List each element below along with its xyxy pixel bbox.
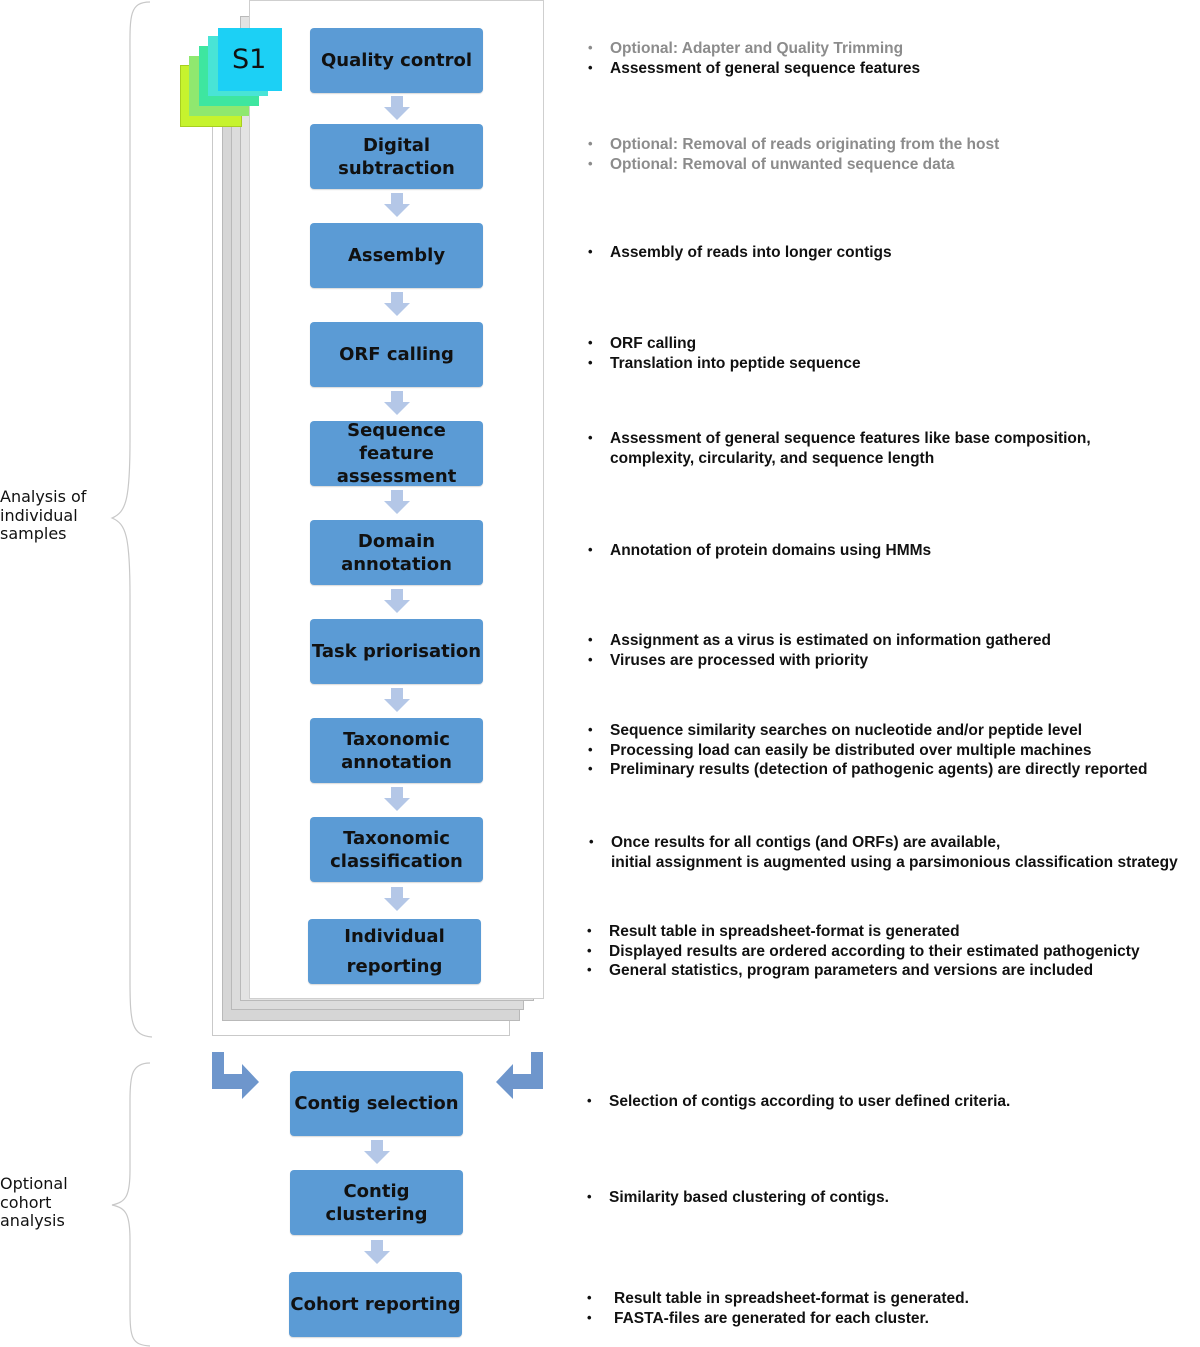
list-item: FASTA-files are generated for each clust… bbox=[587, 1308, 969, 1329]
list-item: Similarity based clustering of contigs. bbox=[587, 1187, 889, 1208]
down-arrow-icon bbox=[384, 391, 410, 415]
list-item: Assembly of reads into longer contigs bbox=[588, 242, 892, 263]
step-sequence-feature-assessment: Sequence feature assessment bbox=[310, 420, 483, 487]
list-item: Optional: Adapter and Quality Trimming bbox=[588, 38, 920, 59]
step-quality-control: Quality control bbox=[310, 28, 483, 93]
bullets-contig-clustering: Similarity based clustering of contigs. bbox=[587, 1187, 889, 1208]
list-item: Preliminary results (detection of pathog… bbox=[588, 759, 1147, 780]
list-item: Assessment of general sequence features bbox=[588, 58, 920, 79]
bullets-task-priorisation: Assignment as a virus is estimated on in… bbox=[588, 630, 1051, 671]
step-orf-calling: ORF calling bbox=[310, 322, 483, 387]
list-item: Assessment of general sequence features … bbox=[588, 428, 1091, 468]
bullets-sequence-feature-assessment: Assessment of general sequence features … bbox=[588, 428, 1091, 468]
list-item: Viruses are processed with priority bbox=[588, 650, 1051, 671]
list-item: initial assignment is augmented using a … bbox=[611, 853, 1178, 871]
bullets-orf-calling: ORF calling Translation into peptide seq… bbox=[588, 333, 861, 374]
list-item: Result table in spreadsheet-format is ge… bbox=[587, 1288, 969, 1309]
bullets-individual-reporting: Result table in spreadsheet-format is ge… bbox=[587, 921, 1140, 981]
step-contig-selection: Contig selection bbox=[290, 1071, 463, 1136]
label-cohort-analysis: Optional cohort analysis bbox=[0, 1174, 68, 1230]
list-item: Optional: Removal of reads originating f… bbox=[588, 134, 999, 155]
step-assembly: Assembly bbox=[310, 223, 483, 288]
list-item: Annotation of protein domains using HMMs bbox=[588, 540, 931, 561]
down-arrow-icon bbox=[384, 490, 410, 514]
down-arrow-icon bbox=[384, 292, 410, 316]
down-arrow-icon bbox=[364, 1140, 390, 1164]
list-item: Sequence similarity searches on nucleoti… bbox=[588, 720, 1147, 741]
step-digital-subtraction: Digital subtraction bbox=[310, 124, 483, 189]
down-arrow-icon bbox=[384, 688, 410, 712]
bullets-cohort-reporting: Result table in spreadsheet-format is ge… bbox=[587, 1288, 969, 1329]
bullets-quality-control: Optional: Adapter and Quality Trimming A… bbox=[588, 38, 920, 79]
list-item: ORF calling bbox=[588, 333, 861, 354]
step-taxonomic-classification: Taxonomic classification bbox=[310, 817, 483, 882]
down-arrow-icon bbox=[364, 1240, 390, 1264]
bullets-domain-annotation: Annotation of protein domains using HMMs bbox=[588, 540, 931, 561]
sample-tab-label: S1 bbox=[232, 44, 267, 75]
down-arrow-icon bbox=[384, 193, 410, 217]
merge-arrow-right-icon bbox=[496, 1052, 543, 1099]
merge-arrow-left-icon bbox=[212, 1052, 259, 1099]
bullets-taxonomic-classification: Once results for all contigs (and ORFs) … bbox=[589, 832, 1178, 872]
step-cohort-reporting: Cohort reporting bbox=[289, 1272, 462, 1337]
down-arrow-icon bbox=[384, 787, 410, 811]
down-arrow-icon bbox=[384, 589, 410, 613]
list-item: Translation into peptide sequence bbox=[588, 353, 861, 374]
step-domain-annotation: Domain annotation bbox=[310, 520, 483, 585]
step-contig-clustering: Contig clustering bbox=[290, 1170, 463, 1235]
list-item: Once results for all contigs (and ORFs) … bbox=[589, 832, 1178, 853]
list-item: Processing load can easily be distribute… bbox=[588, 740, 1147, 761]
step-task-priorisation: Task priorisation bbox=[310, 619, 483, 684]
list-item: Assignment as a virus is estimated on in… bbox=[588, 630, 1051, 651]
list-item: Displayed results are ordered according … bbox=[587, 941, 1140, 962]
bullets-contig-selection: Selection of contigs according to user d… bbox=[587, 1091, 1010, 1112]
bullets-taxonomic-annotation: Sequence similarity searches on nucleoti… bbox=[588, 720, 1147, 780]
step-individual-reporting: Individual reporting bbox=[308, 919, 481, 984]
down-arrow-icon bbox=[384, 96, 410, 120]
bullets-digital-subtraction: Optional: Removal of reads originating f… bbox=[588, 134, 999, 175]
brace-individual bbox=[110, 1, 153, 1347]
list-item: General statistics, program parameters a… bbox=[587, 960, 1140, 981]
step-taxonomic-annotation: Taxonomic annotation bbox=[310, 718, 483, 783]
sample-tab-1 bbox=[218, 28, 282, 91]
label-individual-analysis: Analysis of individual samples bbox=[0, 487, 87, 543]
list-item: Optional: Removal of unwanted sequence d… bbox=[588, 154, 999, 175]
down-arrow-icon bbox=[384, 887, 410, 911]
bullets-assembly: Assembly of reads into longer contigs bbox=[588, 242, 892, 263]
list-item: Result table in spreadsheet-format is ge… bbox=[587, 921, 1140, 942]
list-item: Selection of contigs according to user d… bbox=[587, 1091, 1010, 1112]
